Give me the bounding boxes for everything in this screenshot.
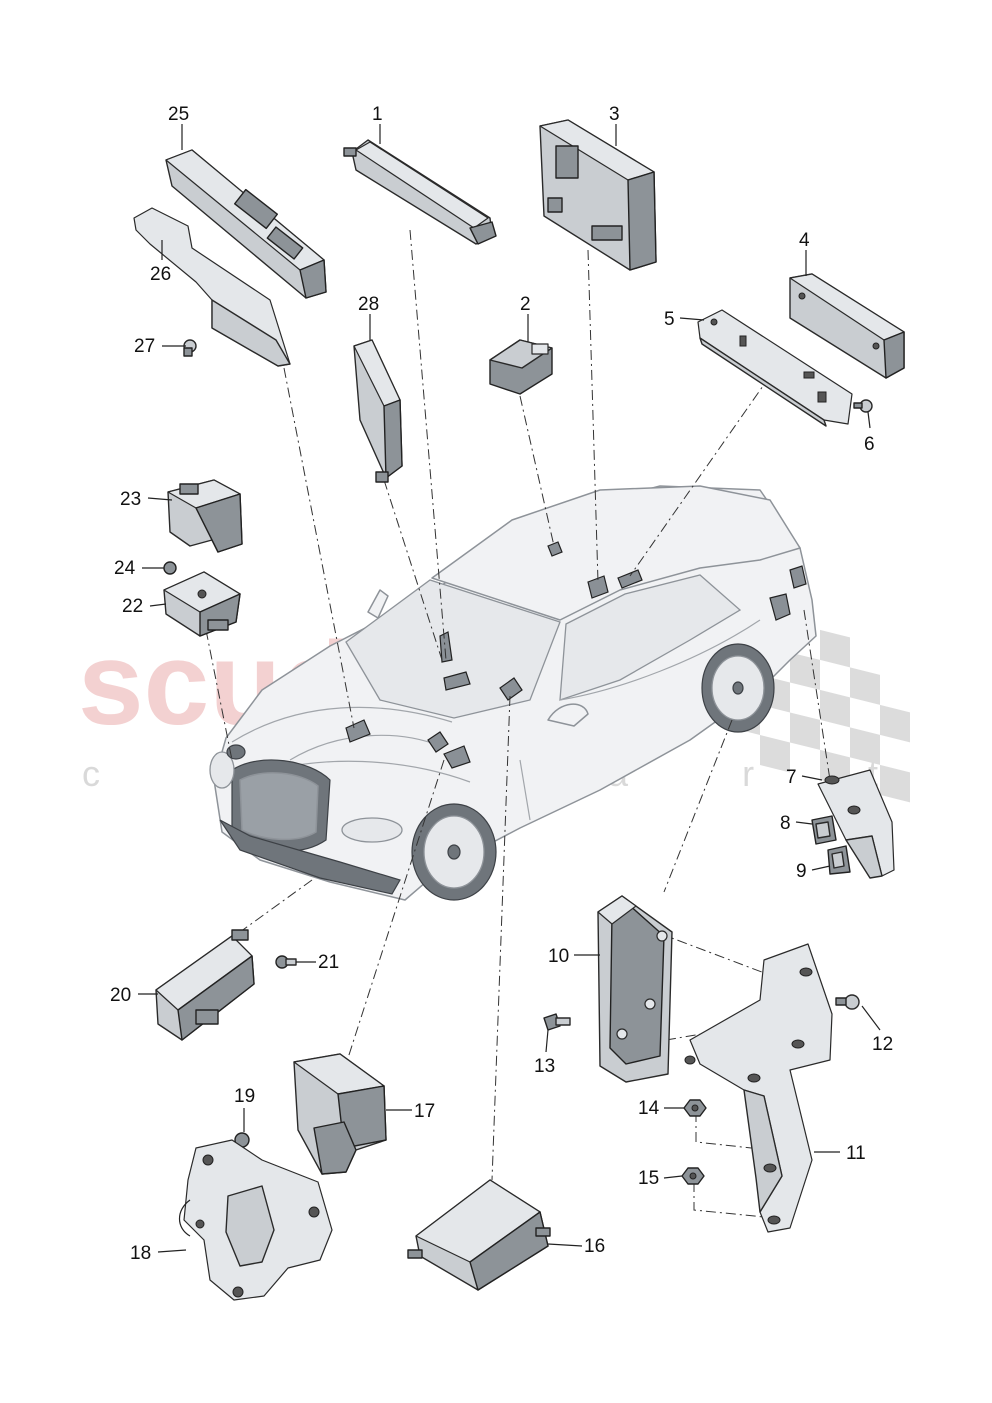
part-26-mounting-bracket — [133, 207, 291, 367]
callout-5: 5 — [664, 309, 675, 330]
callout-20: 20 — [110, 985, 131, 1006]
part-6-screw — [853, 399, 873, 413]
part-16-airbag-control-unit — [407, 1179, 551, 1291]
callout-10: 10 — [548, 946, 569, 967]
callout-26: 26 — [150, 264, 171, 285]
callout-22: 22 — [122, 596, 143, 617]
part-12-screw — [835, 994, 860, 1010]
car-illustration — [209, 485, 817, 901]
part-15-nut — [681, 1167, 705, 1185]
part-1-antenna-module — [343, 139, 497, 245]
part-8-clip — [811, 815, 837, 845]
part-2-sensor — [489, 339, 553, 395]
callout-19: 19 — [234, 1086, 255, 1107]
callout-27: 27 — [134, 336, 155, 357]
part-23-sensor-housing — [167, 479, 243, 553]
part-5-bracket-plate — [697, 309, 853, 427]
part-25-control-unit — [165, 149, 327, 299]
callout-4: 4 — [799, 230, 810, 251]
part-27-bolt — [183, 339, 197, 357]
callout-18: 18 — [130, 1243, 151, 1264]
part-22-radar-sensor — [163, 571, 241, 637]
callout-28: 28 — [358, 294, 379, 315]
part-14-nut — [683, 1099, 707, 1117]
callout-8: 8 — [780, 813, 791, 834]
callout-2: 2 — [520, 294, 531, 315]
part-13-bolt — [543, 1013, 571, 1031]
part-7-bracket — [817, 769, 895, 879]
part-17-engine-control-unit — [293, 1053, 387, 1175]
part-11-bracket — [684, 943, 833, 1233]
callout-1: 1 — [372, 104, 383, 125]
callout-15: 15 — [638, 1168, 659, 1189]
callout-24: 24 — [114, 558, 136, 579]
callout-16: 16 — [584, 1236, 605, 1257]
part-28-module — [353, 339, 403, 483]
callout-11: 11 — [846, 1143, 866, 1164]
callout-23: 23 — [120, 489, 141, 510]
callout-13: 13 — [534, 1056, 555, 1077]
callout-14: 14 — [638, 1098, 660, 1119]
part-4-control-module — [789, 273, 905, 379]
callout-17: 17 — [414, 1101, 435, 1122]
part-18-large-bracket — [178, 1139, 333, 1301]
callout-6: 6 — [864, 434, 875, 455]
callout-25: 25 — [168, 104, 189, 125]
callout-9: 9 — [796, 861, 807, 882]
part-9-clip — [827, 845, 851, 875]
callout-7: 7 — [786, 767, 797, 788]
part-24-screw — [163, 561, 177, 575]
callout-numbers: 1 2 3 4 5 6 7 8 9 10 11 12 13 14 15 16 1… — [110, 104, 893, 1264]
part-21-screw — [275, 955, 297, 969]
part-10-large-module — [597, 895, 673, 1083]
callout-3: 3 — [609, 104, 620, 125]
callout-leaders — [138, 124, 881, 1253]
part-3-comfort-control-unit — [539, 119, 657, 271]
callout-12: 12 — [872, 1034, 893, 1055]
callout-21: 21 — [318, 952, 339, 973]
part-20-control-module — [155, 929, 255, 1041]
